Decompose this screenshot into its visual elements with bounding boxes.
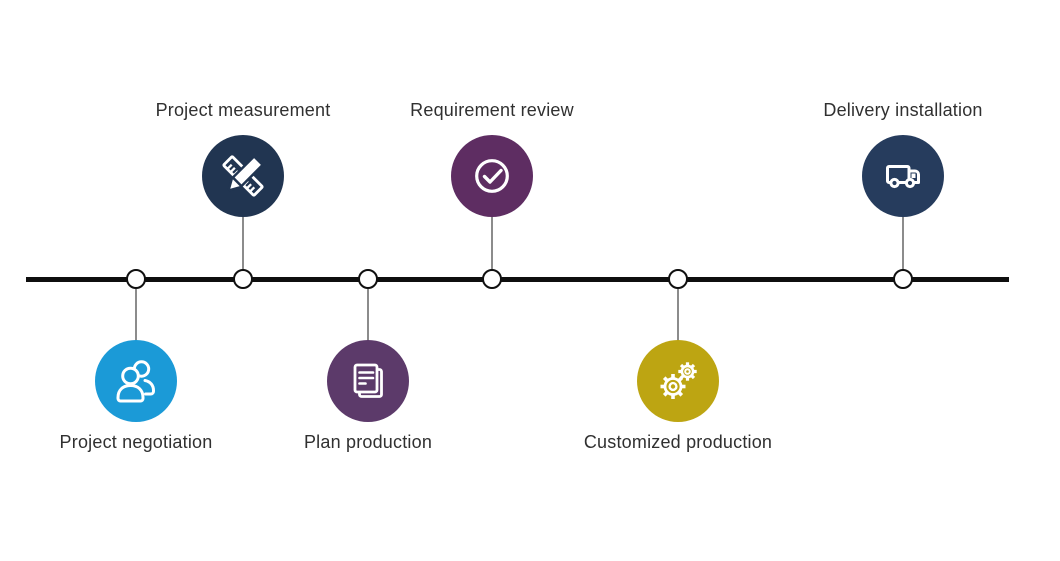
- step-label: Requirement review: [410, 100, 574, 120]
- connector-line: [242, 216, 244, 271]
- check-circle-icon: [475, 159, 509, 193]
- connector-line: [902, 216, 904, 271]
- timeline-node: [893, 269, 913, 289]
- gears-icon: [660, 362, 697, 399]
- step-circle: [95, 340, 177, 422]
- ruler-pencil-icon: [222, 155, 264, 197]
- connector-line: [367, 289, 369, 342]
- connector-line: [135, 289, 137, 342]
- connector-line: [677, 289, 679, 342]
- step-circle: [637, 340, 719, 422]
- step-label: Delivery installation: [823, 100, 983, 120]
- step-circle: [327, 340, 409, 422]
- timeline-node: [358, 269, 378, 289]
- step-circle: [202, 135, 284, 217]
- timeline-node: [482, 269, 502, 289]
- step-circle: [451, 135, 533, 217]
- step-label: Project measurement: [155, 100, 331, 120]
- timeline-node: [233, 269, 253, 289]
- timeline-node: [668, 269, 688, 289]
- timeline-node: [126, 269, 146, 289]
- step-label: Project negotiation: [59, 432, 213, 452]
- people-icon: [116, 360, 155, 403]
- timeline-line: [26, 277, 1009, 282]
- truck-icon: [886, 165, 920, 189]
- step-circle: [862, 135, 944, 217]
- step-label: Plan production: [303, 432, 433, 452]
- document-icon: [353, 363, 383, 398]
- step-label: Customized production: [583, 432, 773, 452]
- connector-line: [491, 216, 493, 271]
